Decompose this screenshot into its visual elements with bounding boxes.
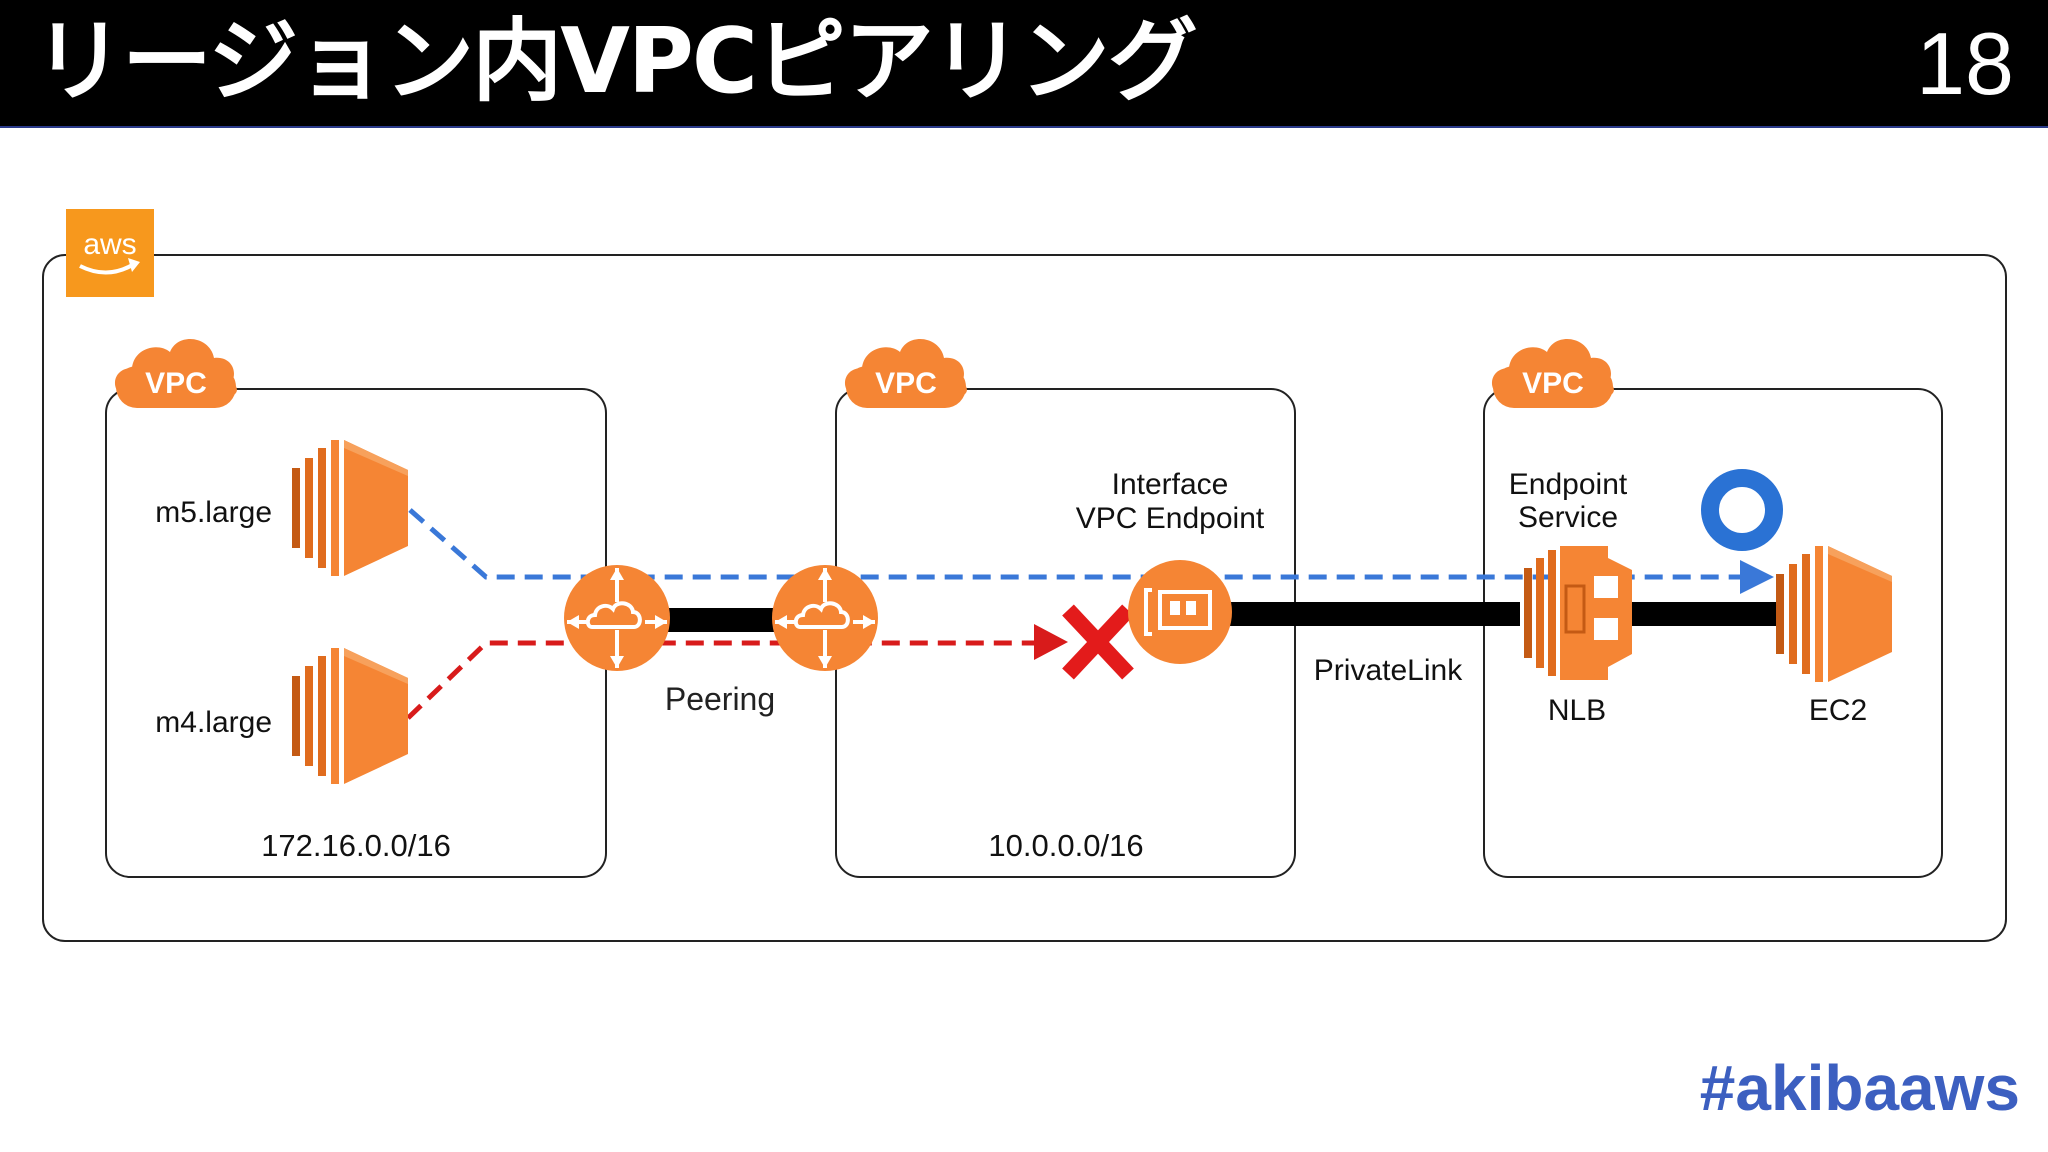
ec2-label: EC2 [1809, 694, 1867, 727]
service-label-line1: Endpoint [1509, 468, 1628, 501]
vpc-right-box [1483, 388, 1943, 878]
peering-router-right-icon [770, 563, 880, 673]
svg-text:VPC: VPC [1522, 367, 1584, 400]
nlb-label: NLB [1548, 694, 1606, 727]
interface-endpoint-icon [1128, 560, 1232, 664]
nlb-icon [1524, 546, 1632, 680]
allowed-traffic-path [408, 508, 1740, 580]
ec2-instance-m5-icon [292, 440, 408, 576]
aws-logo: aws [66, 209, 154, 297]
blocked-path-arrowhead [1034, 624, 1068, 660]
ec2-instance-m4-icon [292, 648, 408, 784]
instance-label-m5: m5.large [155, 496, 272, 529]
peering-connection-line [660, 608, 780, 632]
ec2-target-icon [1776, 546, 1892, 682]
svg-text:aws: aws [83, 228, 136, 261]
vpc-badge-left: VPC [114, 339, 237, 408]
service-label-line2: Service [1518, 501, 1618, 534]
endpoint-label-line2: VPC Endpoint [1076, 502, 1265, 535]
cidr-middle: 10.0.0.0/16 [988, 828, 1143, 863]
endpoint-label-line1: Interface [1112, 468, 1229, 501]
peering-router-left-icon [562, 563, 672, 673]
allowed-path-arrowhead [1740, 560, 1774, 594]
vpc-badge-right: VPC [1491, 339, 1614, 408]
cidr-left: 172.16.0.0/16 [261, 828, 451, 863]
vpc-badge-middle: VPC [844, 339, 967, 408]
privatelink-label: PrivateLink [1314, 654, 1463, 687]
aws-cloud-boundary [42, 254, 2007, 942]
peering-label: Peering [665, 681, 775, 717]
privatelink-line [1228, 602, 1520, 626]
svg-text:VPC: VPC [145, 367, 207, 400]
slide-header: リージョン内VPCピアリング 18 [0, 0, 2048, 128]
slide-number: 18 [1916, 14, 2014, 113]
blocked-x-icon [1062, 604, 1134, 680]
hashtag: #akibaaws [1699, 1052, 2020, 1124]
svg-text:VPC: VPC [875, 367, 937, 400]
instance-label-m4: m4.large [155, 706, 272, 739]
nlb-ec2-line [1624, 602, 1776, 626]
reachable-circle-icon [1701, 469, 1783, 551]
slide-title: リージョン内VPCピアリング [34, 9, 1198, 114]
